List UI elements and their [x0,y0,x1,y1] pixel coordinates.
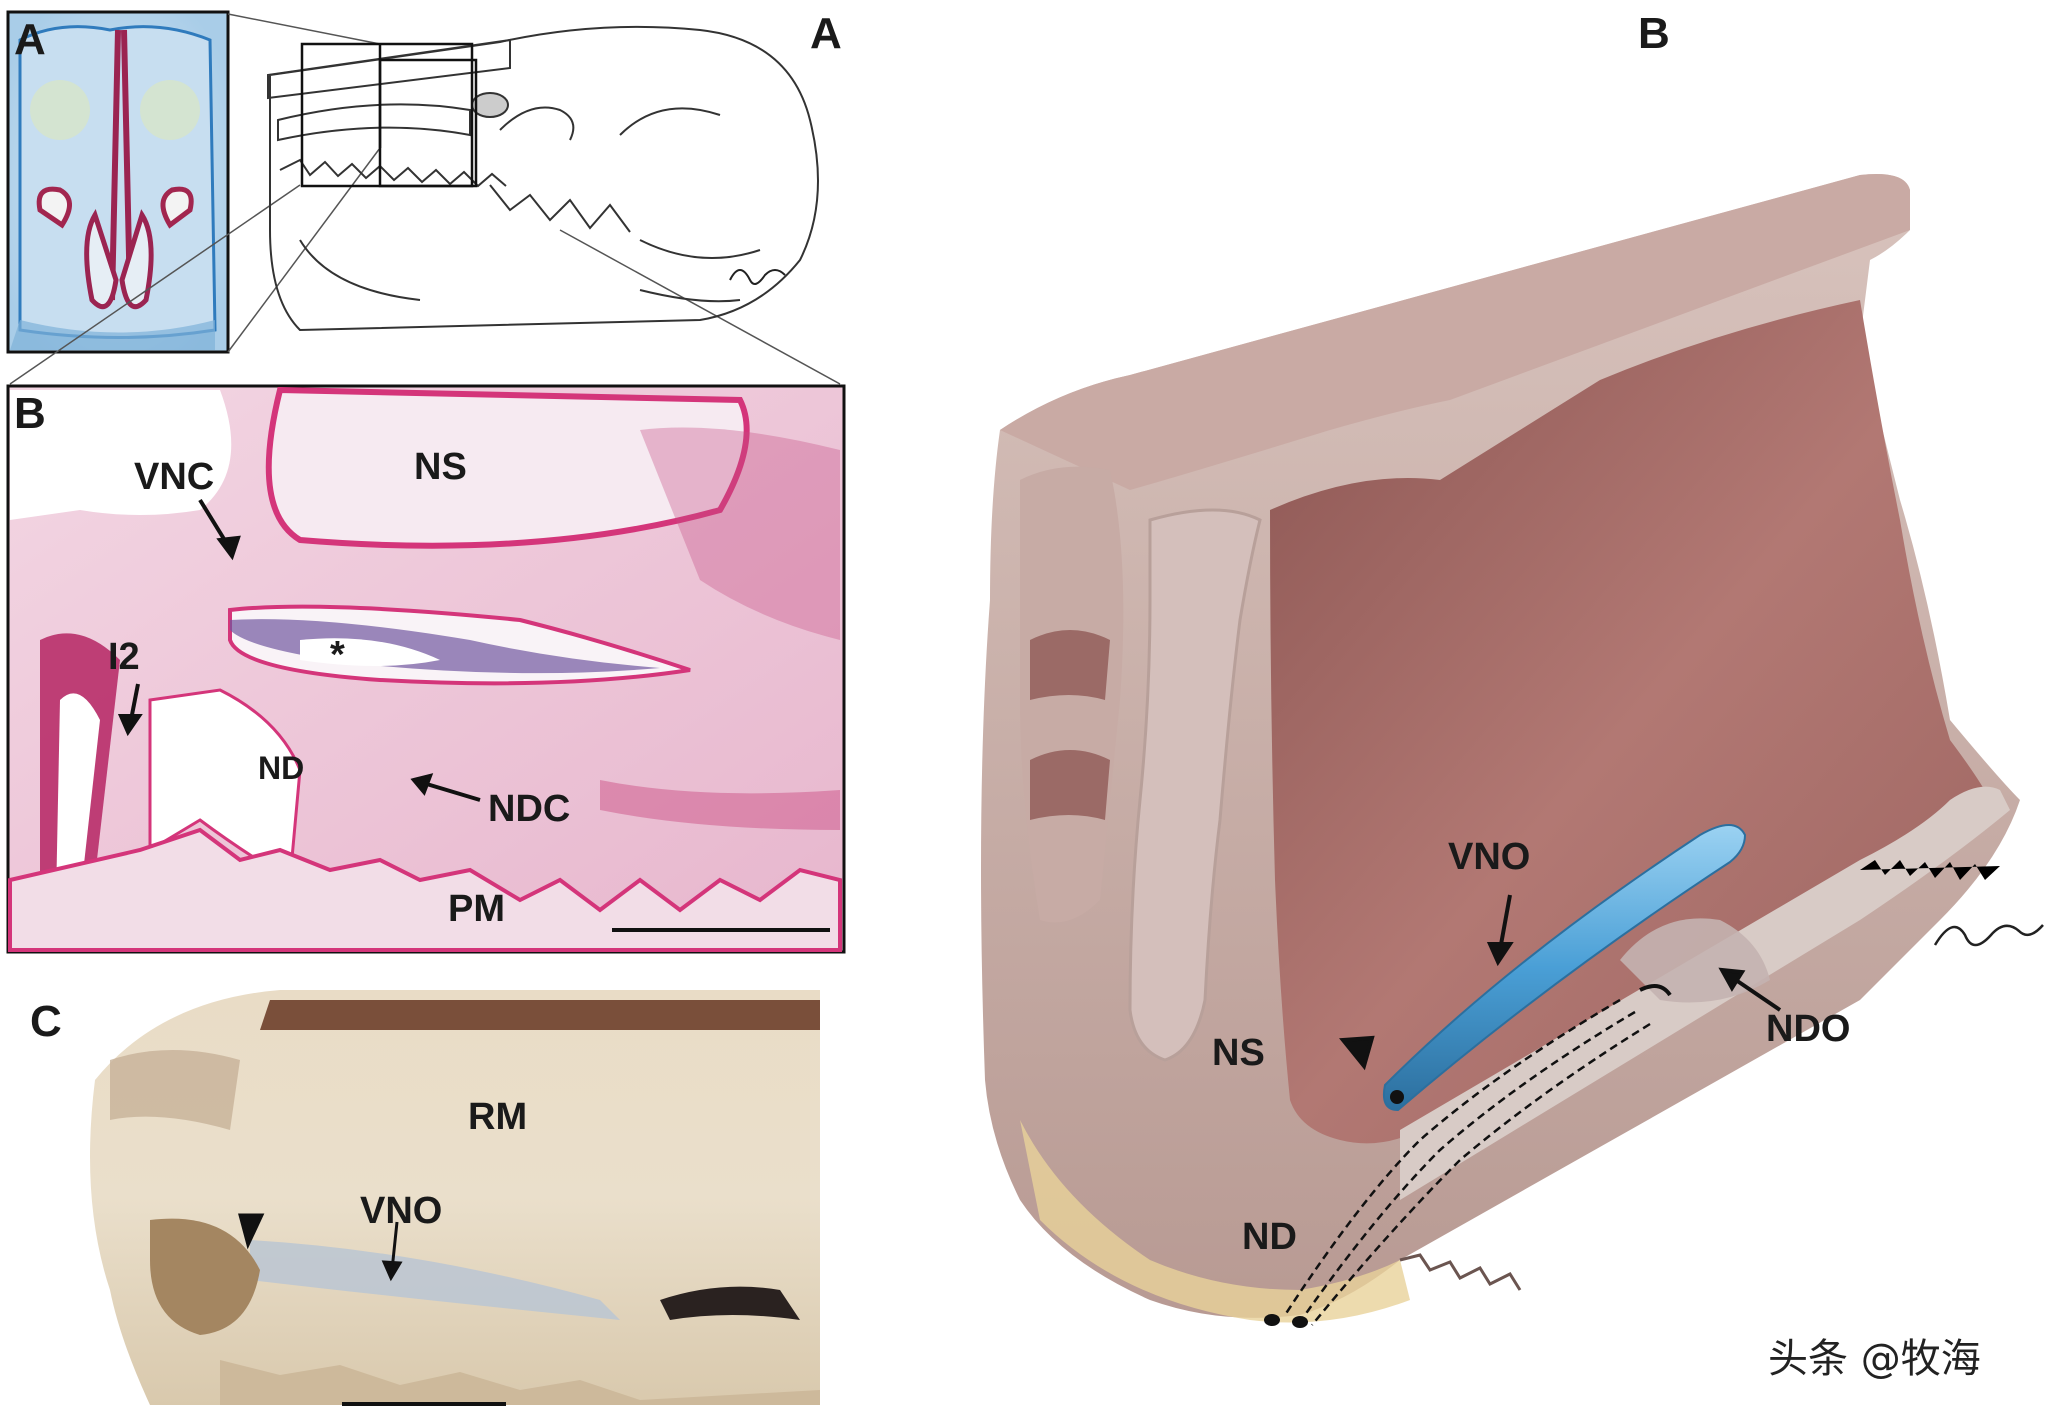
illustration-b-panel [981,174,2020,1328]
artist-signature [729,269,786,285]
sketch-a-letter: A [810,9,842,58]
inset-a-letter: A [14,15,46,64]
label-pm: PM [448,888,505,930]
label-vno-photo: VNO [360,1190,443,1232]
label-vno-illustration: VNO [1448,836,1531,878]
arrow-icon [1498,894,1512,951]
label-i2: I2 [108,636,140,678]
zoom-lines [9,13,841,385]
illustration-b-arrows [1339,894,1782,1071]
label-rm: RM [468,1096,528,1138]
arrow-icon [1728,974,1782,1012]
watermark: 头条 @牧海 [1768,1336,1981,1382]
arrowhead-icon [1339,1035,1375,1071]
sketch-a-skull [267,25,819,332]
label-nd-histology: ND [258,750,305,786]
arrowhead-icon [238,1213,265,1250]
label-nd-illustration: ND [1242,1216,1297,1258]
label-asterisk: * [330,634,345,676]
photo-c-letter: C [30,997,62,1046]
sketch-a-boxes [300,42,478,188]
illustration-b-letter: B [1638,9,1670,58]
label-ns-histology: NS [414,446,467,488]
histology-b-panel [6,384,846,954]
label-vnc: VNC [134,456,215,498]
histology-arrows [117,498,481,802]
histology-b-letter: B [14,389,46,438]
label-ndc: NDC [488,788,571,830]
photo-c-markers [238,1213,403,1282]
inset-a-histology [6,10,230,354]
artist-signature [1933,924,2044,947]
label-ns-illustration: NS [1212,1032,1265,1074]
label-ndo: NDO [1766,1008,1851,1050]
arrow-icon [419,780,481,802]
photo-c-panel [90,990,820,1406]
